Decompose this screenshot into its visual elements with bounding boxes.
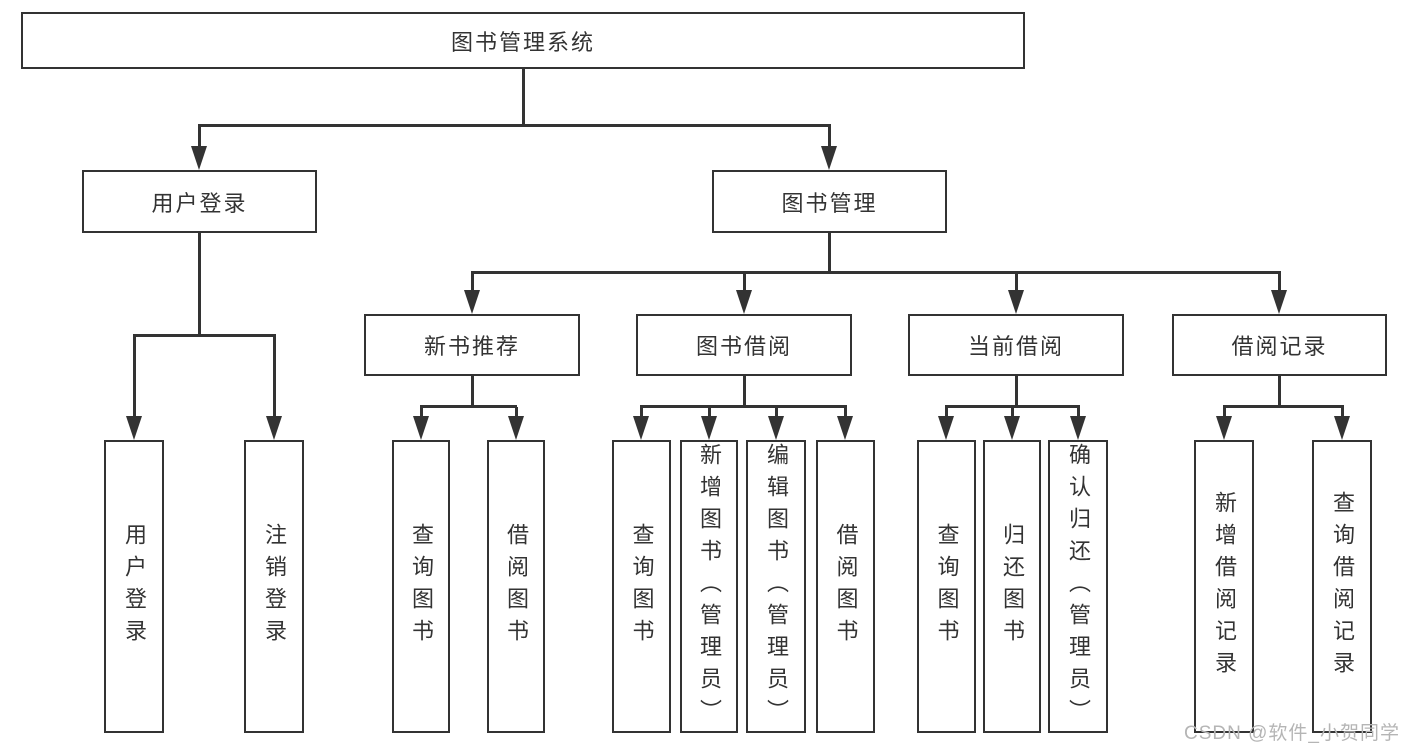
connector-user-login-split bbox=[132, 334, 276, 337]
leaf-user-login: 用户登录 bbox=[104, 440, 164, 733]
leaf-logout: 注销登录 bbox=[244, 440, 304, 733]
leaf-borrow-books: 借阅图书 bbox=[816, 440, 875, 733]
connector-to-leaf bbox=[843, 407, 847, 417]
connector-to-leaf bbox=[944, 407, 948, 417]
node-current-borrowing: 当前借阅 bbox=[908, 314, 1124, 376]
arrow-down-icon bbox=[701, 416, 717, 440]
node-book-borrowing: 图书借阅 bbox=[636, 314, 852, 376]
connector-stem bbox=[742, 376, 746, 407]
arrow-down-icon bbox=[938, 416, 954, 440]
arrow-down-icon bbox=[413, 416, 429, 440]
connector-to-book-borrow bbox=[742, 273, 746, 293]
connector-to-borrow-records bbox=[1277, 273, 1281, 293]
connector-to-leaf bbox=[1076, 407, 1080, 417]
connector-book-mgmt-stem bbox=[827, 233, 831, 273]
connector-to-leaf bbox=[1222, 407, 1226, 417]
arrow-down-icon bbox=[736, 290, 752, 314]
connector-stem bbox=[1014, 376, 1018, 407]
connector-split bbox=[639, 405, 847, 408]
csdn-watermark: CSDN @软件_小贺同学 bbox=[1184, 723, 1400, 744]
leaf-add-borrow-record: 新增借阅记录 bbox=[1194, 440, 1254, 733]
leaf-return-books: 归还图书 bbox=[983, 440, 1041, 733]
connector-root-stem bbox=[521, 68, 525, 126]
arrow-down-icon bbox=[508, 416, 524, 440]
node-new-book-recommend: 新书推荐 bbox=[364, 314, 580, 376]
connector-to-book-mgmt bbox=[827, 126, 831, 148]
leaf-query-books: 查询图书 bbox=[392, 440, 450, 733]
arrow-down-icon bbox=[266, 416, 282, 440]
arrow-down-icon bbox=[633, 416, 649, 440]
arrow-down-icon bbox=[1334, 416, 1350, 440]
connector-to-leaf bbox=[774, 407, 778, 417]
connector-root-split bbox=[197, 124, 831, 127]
arrow-down-icon bbox=[1271, 290, 1287, 314]
leaf-query-books: 查询图书 bbox=[612, 440, 671, 733]
connector-to-user-login bbox=[197, 126, 201, 148]
arrow-down-icon bbox=[1004, 416, 1020, 440]
arrow-down-icon bbox=[191, 146, 207, 170]
leaf-add-books-admin: 新增图书（管理员） bbox=[680, 440, 738, 733]
arrow-down-icon bbox=[768, 416, 784, 440]
connector-stem bbox=[1277, 376, 1281, 407]
connector-to-new-books bbox=[470, 273, 474, 293]
leaf-confirm-return-admin: 确认归还（管理员） bbox=[1048, 440, 1108, 733]
connector-to-leaf bbox=[1340, 407, 1344, 417]
connector-book-mgmt-split bbox=[470, 271, 1281, 274]
arrow-down-icon bbox=[821, 146, 837, 170]
arrow-down-icon bbox=[126, 416, 142, 440]
node-root-library-system: 图书管理系统 bbox=[21, 12, 1025, 69]
arrow-down-icon bbox=[837, 416, 853, 440]
arrow-down-icon bbox=[1008, 290, 1024, 314]
connector-split bbox=[1222, 405, 1344, 408]
node-book-management: 图书管理 bbox=[712, 170, 947, 233]
leaf-edit-books-admin: 编辑图书（管理员） bbox=[746, 440, 806, 733]
connector-to-current-borrow bbox=[1014, 273, 1018, 293]
leaf-query-borrow-record: 查询借阅记录 bbox=[1312, 440, 1372, 733]
connector-to-leaf bbox=[639, 407, 643, 417]
connector-to-leaf bbox=[419, 407, 423, 417]
connector-to-leaf bbox=[272, 336, 276, 418]
node-user-login: 用户登录 bbox=[82, 170, 317, 233]
arrow-down-icon bbox=[464, 290, 480, 314]
leaf-borrow-books: 借阅图书 bbox=[487, 440, 545, 733]
connector-user-login-stem bbox=[197, 233, 201, 336]
arrow-down-icon bbox=[1216, 416, 1232, 440]
connector-split bbox=[944, 405, 1080, 408]
connector-to-leaf bbox=[707, 407, 711, 417]
node-borrowing-records: 借阅记录 bbox=[1172, 314, 1387, 376]
arrow-down-icon bbox=[1070, 416, 1086, 440]
leaf-query-books: 查询图书 bbox=[917, 440, 976, 733]
connector-to-leaf bbox=[1010, 407, 1014, 417]
connector-to-leaf bbox=[514, 407, 518, 417]
connector-to-leaf bbox=[132, 336, 136, 418]
connector-split bbox=[419, 405, 517, 408]
connector-stem bbox=[470, 376, 474, 407]
